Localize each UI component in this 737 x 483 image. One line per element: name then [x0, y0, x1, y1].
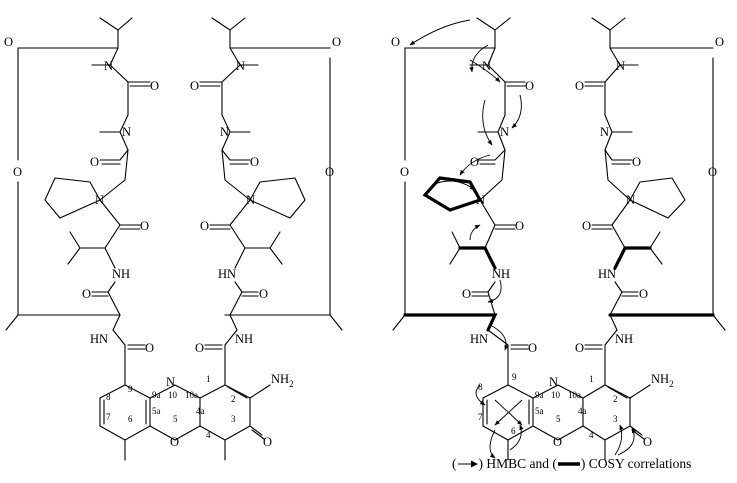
- cosy-bold-bond-icon: [557, 462, 580, 466]
- atom-o: O: [575, 341, 584, 355]
- locant-10: 10: [551, 390, 561, 400]
- locant-10a: 10a: [185, 390, 198, 400]
- atom-o: O: [82, 287, 91, 301]
- atom-n: N: [246, 193, 255, 207]
- figure-caption: ( ) HMBC and ( ) COSY correlations: [452, 455, 691, 472]
- atom-n: N: [476, 193, 485, 207]
- atom-o: O: [462, 287, 471, 301]
- atom-o: O: [553, 435, 562, 449]
- atom-o: O: [515, 219, 524, 233]
- atom-o: O: [140, 219, 149, 233]
- atom-nh: NH: [615, 332, 633, 346]
- atom-o: O: [150, 79, 159, 93]
- locant-5: 5: [556, 414, 561, 424]
- hmbc-arrow-icon: [457, 460, 478, 468]
- locant-4a: 4a: [578, 406, 587, 416]
- locant-9a: 9a: [152, 390, 161, 400]
- atom-o: O: [708, 165, 717, 179]
- atom-nh: NH: [112, 267, 130, 281]
- atom-n: N: [482, 59, 491, 73]
- atom-o: O: [400, 165, 409, 179]
- atom-nh: NH: [235, 332, 253, 346]
- atom-o: O: [525, 79, 534, 93]
- atom-o: O: [575, 79, 584, 93]
- atom-nh2: NH2: [651, 372, 674, 389]
- locant-6: 6: [511, 426, 516, 436]
- atom-o: O: [643, 435, 652, 449]
- locant-9: 9: [128, 384, 133, 394]
- atom-o: O: [325, 165, 334, 179]
- atom-n: N: [549, 375, 558, 389]
- atom-o: O: [582, 219, 591, 233]
- locant-9a: 9a: [535, 390, 544, 400]
- atom-n: N: [220, 125, 229, 139]
- locant-8: 8: [106, 392, 111, 402]
- locant-3: 3: [613, 414, 618, 424]
- atom-n: N: [122, 125, 131, 139]
- atom-n: N: [104, 59, 113, 73]
- locant-7: 7: [106, 412, 111, 422]
- atom-n: N: [626, 193, 635, 207]
- locant-9: 9: [512, 372, 517, 382]
- locant-6: 6: [128, 414, 133, 424]
- structure-left: [5, 17, 343, 461]
- locant-8: 8: [478, 382, 483, 392]
- atom-o: O: [190, 79, 199, 93]
- locant-4: 4: [206, 430, 211, 440]
- atom-o: O: [391, 35, 400, 49]
- locant-10: 10: [168, 390, 178, 400]
- atom-n: N: [236, 59, 245, 73]
- caption-cosy-text: ) COSY correlations: [580, 455, 692, 471]
- locant-10a: 10a: [568, 390, 581, 400]
- atom-hn: HN: [598, 267, 616, 281]
- atom-o: O: [250, 155, 259, 169]
- atom-o: O: [145, 341, 154, 355]
- atom-n: N: [616, 59, 625, 73]
- locant-1: 1: [589, 374, 594, 384]
- atom-hn: HN: [470, 332, 488, 346]
- locant-7: 7: [478, 412, 483, 422]
- locant-5a: 5a: [152, 406, 161, 416]
- atom-o: O: [195, 341, 204, 355]
- locant-2: 2: [231, 394, 236, 404]
- atom-n: N: [166, 375, 175, 389]
- locant-4a: 4a: [196, 406, 205, 416]
- atom-hn: HN: [90, 332, 108, 346]
- atom-n: N: [95, 193, 104, 207]
- atom-labels: O O O O N N O O N N O O N N O O NH HN O …: [4, 35, 724, 449]
- atom-o: O: [470, 155, 479, 169]
- atom-n: N: [500, 125, 509, 139]
- atom-o: O: [170, 435, 179, 449]
- atom-o: O: [332, 35, 341, 49]
- caption-open-paren: (: [452, 455, 457, 471]
- locant-4: 4: [589, 430, 594, 440]
- locant-3: 3: [231, 414, 236, 424]
- atom-o: O: [639, 287, 648, 301]
- atom-n: N: [600, 125, 609, 139]
- locant-2: 2: [613, 394, 618, 404]
- locant-5a: 5a: [535, 406, 544, 416]
- locant-5: 5: [173, 414, 178, 424]
- atom-hn: HN: [218, 267, 236, 281]
- atom-o: O: [13, 165, 22, 179]
- caption-hmbc-text: ) HMBC and (: [478, 455, 557, 471]
- locant-1: 1: [206, 374, 211, 384]
- atom-o: O: [263, 435, 272, 449]
- ring-numbering: 1 2 3 4 4a 5 5a 6 7 8 9 9a 10 10a 1 2 3 …: [106, 372, 618, 440]
- atom-nh2: NH2: [271, 372, 294, 389]
- atom-o: O: [200, 219, 209, 233]
- atom-o: O: [4, 35, 13, 49]
- atom-o: O: [632, 155, 641, 169]
- atom-o: O: [90, 155, 99, 169]
- atom-o: O: [259, 287, 268, 301]
- atom-o: O: [528, 341, 537, 355]
- atom-nh: NH: [492, 267, 510, 281]
- atom-o: O: [715, 35, 724, 49]
- structure-right: [392, 17, 726, 461]
